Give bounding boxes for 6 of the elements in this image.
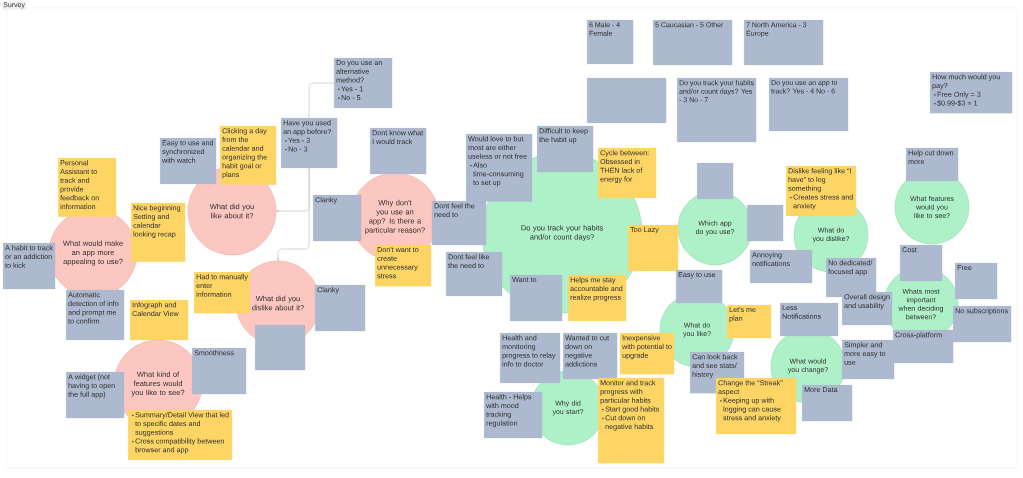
connector-arrow bbox=[276, 167, 310, 261]
sticky-note bbox=[747, 205, 784, 242]
sticky-note bbox=[255, 325, 306, 371]
connector-line bbox=[308, 82, 335, 119]
sticky-note bbox=[587, 78, 667, 124]
sticky-note bbox=[697, 163, 734, 200]
